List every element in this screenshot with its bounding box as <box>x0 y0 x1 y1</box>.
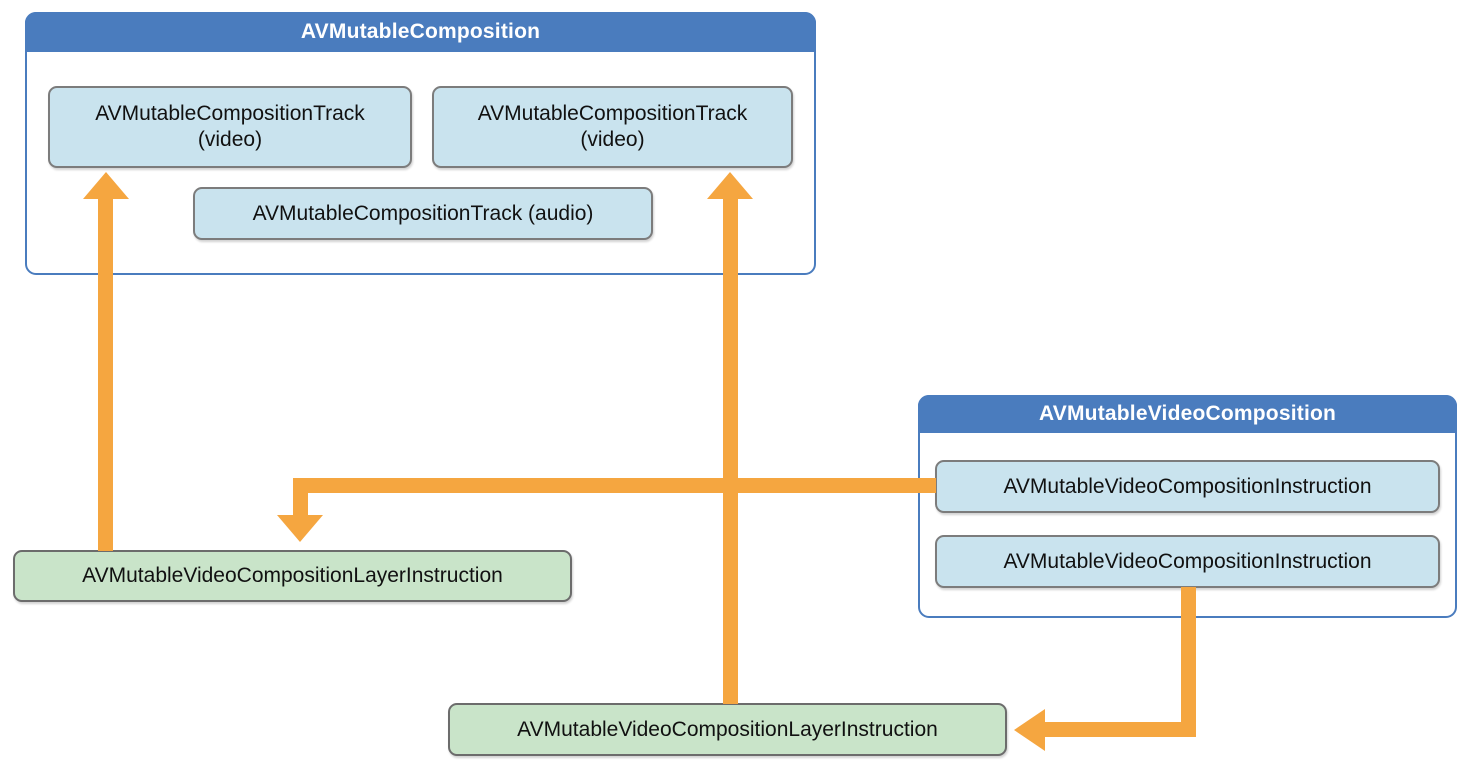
video-composition-container-title: AVMutableVideoComposition <box>918 395 1457 433</box>
composition-track-video-2-label: AVMutableCompositionTrack <box>477 102 748 125</box>
video-composition-instruction-2-label: AVMutableVideoCompositionInstruction <box>1003 549 1372 573</box>
video-composition-instruction-1-label: AVMutableVideoCompositionInstruction <box>1003 474 1372 498</box>
composition-track-video-1-sublabel: (video) <box>197 128 263 151</box>
video-composition-instruction-2-box: AVMutableVideoCompositionInstruction <box>935 535 1440 588</box>
arrow-instruction2-to-layer2-vertical-shaft <box>1181 587 1196 737</box>
arrow-instruction1-to-layer1-horizontal-shaft <box>293 478 936 493</box>
video-composition-container: AVMutableVideoComposition AVMutableVideo… <box>918 395 1457 618</box>
composition-track-audio-box: AVMutableCompositionTrack (audio) <box>193 187 653 240</box>
layer-instruction-2-label: AVMutableVideoCompositionLayerInstructio… <box>517 717 938 741</box>
composition-container-title: AVMutableComposition <box>25 12 816 52</box>
arrow-layer2-to-track2-shaft <box>723 196 738 704</box>
composition-track-video-1-label: AVMutableCompositionTrack <box>95 102 365 125</box>
arrow-up-icon <box>707 172 753 199</box>
arrow-left-icon <box>1014 709 1045 751</box>
composition-track-video-1-box: AVMutableCompositionTrack (video) <box>48 86 412 168</box>
layer-instruction-1-label: AVMutableVideoCompositionLayerInstructio… <box>82 564 503 587</box>
video-composition-instruction-1-box: AVMutableVideoCompositionInstruction <box>935 460 1440 513</box>
layer-instruction-2-box: AVMutableVideoCompositionLayerInstructio… <box>448 703 1007 756</box>
arrow-down-icon <box>277 515 323 542</box>
arrow-instruction1-to-layer1-vertical-shaft <box>293 478 308 518</box>
arrow-layer1-to-track1-shaft <box>98 196 113 551</box>
composition-container: AVMutableComposition AVMutableCompositio… <box>25 12 816 275</box>
arrow-up-icon <box>83 172 129 199</box>
layer-instruction-1-box: AVMutableVideoCompositionLayerInstructio… <box>13 550 572 602</box>
composition-track-audio-label: AVMutableCompositionTrack (audio) <box>252 201 594 225</box>
composition-track-video-2-box: AVMutableCompositionTrack (video) <box>432 86 793 168</box>
composition-track-video-2-sublabel: (video) <box>580 128 645 151</box>
arrow-instruction2-to-layer2-horizontal-shaft <box>1043 722 1196 737</box>
